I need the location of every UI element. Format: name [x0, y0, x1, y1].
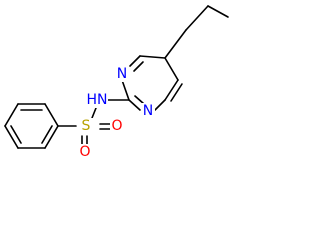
- bond-ring-c5-c4: [139, 55, 166, 59]
- atom-n-ring-top: N: [117, 66, 127, 82]
- bond-propyl-1: [207, 5, 229, 18]
- bond-ph-6: [44, 125, 59, 149]
- bond-ring-c5-top: [164, 57, 179, 81]
- bond-ring-c6-c5-double: [170, 83, 183, 102]
- atom-s: S: [82, 118, 91, 134]
- bond-ring-c4-n3: [129, 55, 141, 67]
- bonds: [4, 5, 229, 149]
- atom-nh: HN: [87, 92, 108, 108]
- atom-n-ring-bottom: N: [143, 103, 153, 119]
- molecule-diagram: N N HN S O O: [4, 5, 229, 160]
- bond-ph-1: [44, 103, 59, 127]
- bond-ph-inner-3: [41, 125, 53, 144]
- bond-ring-c4-n3-double: [133, 61, 144, 72]
- bond-propyl-3: [164, 29, 187, 59]
- bond-ph-inner-2: [10, 125, 22, 144]
- structure-svg: N N HN S O O: [4, 5, 229, 160]
- atom-o-bottom: O: [79, 144, 90, 160]
- bond-ring-n3-c2: [121, 79, 130, 101]
- bond-ring-n1-c6: [154, 99, 166, 111]
- bond-ring-c2-n1-double: [134, 95, 145, 105]
- atom-o-right: O: [111, 118, 122, 134]
- bond-ring-c2-n1: [128, 99, 141, 111]
- bond-ring-c6-c5: [164, 79, 179, 101]
- atom-labels: N N HN S O O: [78, 66, 155, 160]
- bond-ph-4: [4, 125, 19, 149]
- bond-ph-3: [4, 103, 19, 127]
- bond-propyl-2: [185, 5, 209, 31]
- bond-nh-s: [91, 107, 97, 119]
